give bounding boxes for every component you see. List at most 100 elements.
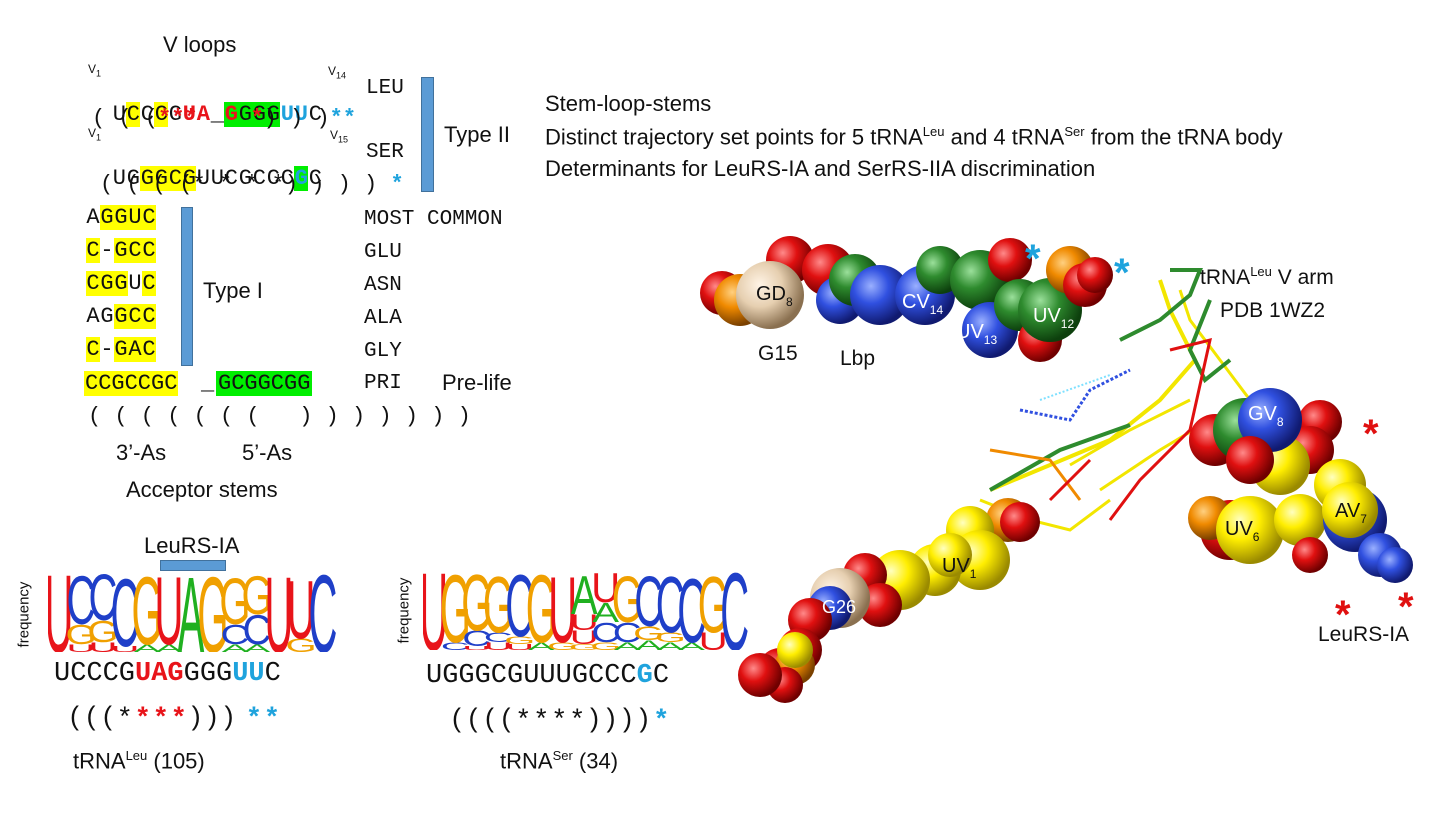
- logo-letter: G: [655, 630, 686, 645]
- logo-letter: U: [484, 640, 513, 650]
- logo-letter: U: [591, 566, 620, 611]
- logo-letter: A: [571, 566, 598, 627]
- logo-letter: A: [156, 642, 183, 652]
- type2-bar: [421, 77, 434, 192]
- logo-letter: G: [504, 634, 535, 646]
- svg-text:*: *: [1335, 593, 1351, 637]
- logo-letter: G: [65, 620, 96, 651]
- logo-letter: U: [111, 645, 140, 652]
- label-uv12: UV12: [1033, 305, 1074, 331]
- leurs-bracket-label: LeuRS-IA: [144, 533, 240, 558]
- logo-letter: U: [89, 640, 118, 652]
- pri-gap: _: [201, 371, 215, 396]
- ser-frequency-label: frequency: [395, 577, 413, 644]
- leu-sequence-logo: UUGCUGCUCAGAUAGACGACGUGUC: [48, 568, 338, 652]
- logo-letter: A: [244, 642, 271, 652]
- five-as-label: 5’-As: [242, 440, 293, 465]
- logo-letter: G: [569, 643, 600, 650]
- logo-letter: G: [612, 566, 643, 637]
- logo-letter: A: [678, 640, 705, 650]
- logo-letter: G: [590, 640, 621, 650]
- logo-letter: A: [592, 598, 619, 629]
- logo-letter: C: [656, 566, 685, 650]
- label-gv8: GV8: [1248, 403, 1284, 429]
- stick-backbone: [979, 268, 1253, 532]
- pre-life-label: Pre-life: [442, 370, 512, 395]
- logo-letter: U: [548, 566, 577, 650]
- acceptor-row: AGGUC: [86, 205, 156, 230]
- leu-vloop-structure: ( ( (*** *) ) )**: [92, 106, 357, 131]
- logo-letter: C: [111, 568, 140, 652]
- structure-outer-labels: G15 Lbp LeuRS-IA tRNALeu V arm PDB 1WZ2: [758, 264, 1409, 646]
- logo-letter: A: [178, 568, 205, 652]
- logo-letter: U: [505, 643, 534, 650]
- structure-pdb: PDB 1WZ2: [1220, 299, 1325, 322]
- type2-label: Type II: [444, 122, 511, 147]
- logo-letter: C: [634, 566, 663, 642]
- leu-ylabel-wrap: frequency: [15, 570, 46, 660]
- logo-letter: C: [243, 606, 272, 652]
- label-uv6: UV6: [1225, 518, 1260, 544]
- leu-vloop-sequence: UCCCGUA_GGGGUUC: [112, 102, 322, 127]
- logo-letter: C: [677, 566, 706, 650]
- lower-arm-spheres: [738, 498, 1040, 703]
- acceptor-row: C-GCC: [86, 238, 156, 263]
- logo-letter: A: [528, 640, 555, 650]
- label-g26: G26: [822, 597, 856, 617]
- logo-letter: G: [285, 635, 316, 652]
- label-gd8: GD8: [756, 283, 793, 309]
- logo-letter: G: [526, 566, 557, 650]
- ser-logo-caption: tRNASer (34): [500, 748, 619, 774]
- logo-letter: U: [699, 628, 728, 650]
- leu-logo-caption: tRNALeu (105): [73, 748, 205, 774]
- logo-letter: C: [462, 626, 491, 650]
- logo-letter: G: [219, 568, 250, 639]
- label-uv13: UV13: [956, 321, 997, 347]
- logo-letter: A: [222, 642, 249, 652]
- logo-letter: G: [131, 568, 162, 652]
- logo-letter: U: [155, 568, 184, 652]
- acceptor-row: AGGCC: [86, 304, 156, 329]
- logo-letter: C: [67, 568, 96, 639]
- right-cluster-spheres: [1188, 388, 1413, 583]
- svg-text:*: *: [1025, 237, 1041, 281]
- logo-letter: G: [241, 568, 272, 627]
- three-as-label: 3’-As: [116, 440, 167, 465]
- logo-letter: C: [484, 630, 513, 645]
- label-cv14: CV14: [902, 291, 943, 317]
- svg-text:*: *: [1398, 585, 1414, 629]
- v15-marker: V15: [330, 128, 349, 145]
- top-arm-spheres: [700, 236, 1113, 362]
- logo-letter: G: [698, 566, 729, 650]
- label-g15: G15: [758, 342, 798, 365]
- logo-letter: U: [570, 627, 599, 649]
- logo-letter: C: [89, 568, 118, 635]
- logo-letter: G: [440, 566, 471, 650]
- v14-marker: V14: [328, 64, 347, 81]
- leu-consensus: UCCCGUAGGGGUUC: [54, 659, 281, 689]
- logo-letter: C: [221, 620, 250, 651]
- acceptor-code-gly: GLY: [364, 340, 402, 363]
- logo-letter: C: [591, 618, 620, 649]
- ser-consensus: UGGGCGUUUGCCCGC: [426, 661, 670, 691]
- acceptor-code-ala: ALA: [364, 307, 402, 330]
- logo-letter: C: [309, 568, 338, 652]
- leu-consensus-structure: ( ( ( * * * * ) ) ) * *: [70, 701, 278, 731]
- logo-letter: G: [87, 615, 118, 649]
- pri-code: PRI: [364, 372, 402, 395]
- ser-sequence-logo: UCGUCGUCGUGCAGGUGUUAGCAUACGAGCAGCACUGC: [423, 566, 749, 650]
- note-determinants: Determinants for LeuRS-IA and SerRS-IIA …: [545, 156, 1096, 181]
- leu-code: LEU: [366, 77, 404, 100]
- logo-letter: C: [505, 566, 534, 650]
- type1-label: Type I: [203, 278, 263, 303]
- logo-letter: G: [197, 568, 228, 652]
- acceptor-caption: Acceptor stems: [126, 477, 278, 502]
- acceptor-structure: ( ( ( ( ( ( ( ) ) ) ) ) ) ): [88, 404, 471, 429]
- acceptor-rows: AGGUC C-GCC CGGUC AGGCC C-GAC: [86, 205, 156, 370]
- logo-letter: U: [265, 568, 294, 652]
- logo-letter: U: [67, 642, 96, 652]
- acceptor-code-glu: GLU: [364, 241, 402, 264]
- leu-frequency-label: frequency: [15, 581, 33, 648]
- svg-text:*: *: [1114, 251, 1130, 295]
- logo-letter: U: [287, 568, 316, 652]
